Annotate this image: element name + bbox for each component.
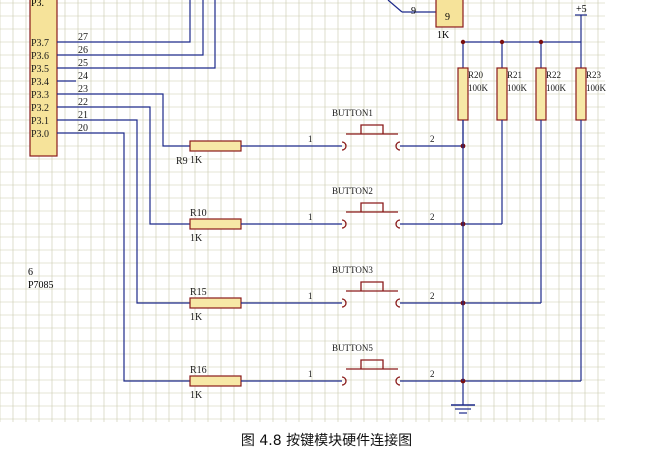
- pullup-ref: R22: [546, 70, 561, 80]
- series-resistor-body: [189, 218, 242, 230]
- mcu-pin-number: 26: [78, 45, 88, 56]
- resistor-pack-value: 1K: [437, 30, 450, 41]
- pullup-value: 100K: [507, 83, 528, 93]
- pullup-resistor-body: [575, 67, 587, 121]
- button-pin2: 2: [430, 212, 435, 222]
- mcu-side-label-2: P7085: [28, 280, 54, 291]
- series-resistor-body: [189, 375, 242, 387]
- figure-caption: 图 4.8 按键模块硬件连接图: [240, 433, 413, 449]
- button-contact-right: [395, 219, 401, 229]
- button-ref: BUTTON2: [332, 186, 373, 196]
- vcc-rail: +5: [463, 4, 587, 43]
- pullup-value: 100K: [586, 83, 607, 93]
- mcu-pin-name: P3.7: [31, 38, 49, 49]
- pullup-resistor-body: [496, 67, 508, 121]
- button-contact-left: [341, 141, 347, 151]
- mcu-top-partial-label: P3.: [31, 0, 44, 9]
- series-resistor-value: 1K: [190, 155, 203, 166]
- ground-symbol: [451, 381, 475, 414]
- junction-dot: [538, 39, 544, 45]
- grid: [0, 0, 605, 422]
- series-resistor-value: 1K: [190, 312, 203, 323]
- pullup-ref: R23: [586, 70, 602, 80]
- mcu-pin-name: P3.4: [31, 77, 49, 88]
- button-pin1: 1: [308, 134, 313, 144]
- pullup-value: 100K: [468, 83, 489, 93]
- series-resistor-ref: R15: [190, 287, 207, 298]
- mcu-pin-name: P3.2: [31, 103, 49, 114]
- button-pin2: 2: [430, 369, 435, 379]
- vcc-label: +5: [576, 4, 587, 15]
- junction-dot: [499, 39, 505, 45]
- mcu-pin-number: 25: [78, 58, 88, 69]
- button-contact-left: [341, 298, 347, 308]
- mcu-pin-number: 27: [78, 32, 88, 43]
- mcu-pin-number: 24: [78, 71, 88, 82]
- mcu-pin-name: P3.1: [31, 116, 49, 127]
- series-resistor-body: [189, 297, 242, 309]
- button-pin1: 1: [308, 212, 313, 222]
- series-resistor-ref: R16: [190, 365, 207, 376]
- mcu-pin-number: 21: [78, 110, 88, 121]
- pullup-ref: R21: [507, 70, 522, 80]
- mcu-pin-number: 20: [78, 123, 88, 134]
- button-actuator-cap: [360, 281, 384, 291]
- button-pin2: 2: [430, 134, 435, 144]
- resistor-pack-inner-label: 9: [445, 12, 450, 23]
- button-pin1: 1: [308, 291, 313, 301]
- mcu-pin-name: P3.6: [31, 51, 49, 62]
- button-pin1: 1: [308, 369, 313, 379]
- button-actuator-cap: [360, 359, 384, 369]
- mcu-pin-name: P3.0: [31, 129, 49, 140]
- mcu-side-label-1: 6: [28, 267, 33, 278]
- mcu-pin-name: P3.3: [31, 90, 49, 101]
- button-actuator-cap: [360, 124, 384, 134]
- button-pin2: 2: [430, 291, 435, 301]
- mcu-pin-number: 23: [78, 84, 88, 95]
- button-contact-right: [395, 376, 401, 386]
- series-resistor-body: [189, 140, 242, 152]
- button-contact-right: [395, 141, 401, 151]
- button-contact-right: [395, 298, 401, 308]
- pullup-ref: R20: [468, 70, 484, 80]
- button-ref: BUTTON3: [332, 265, 373, 275]
- pullup-resistor-body: [457, 67, 469, 121]
- mcu-pin-number: 22: [78, 97, 88, 108]
- button-actuator-cap: [360, 202, 384, 212]
- button-contact-left: [341, 376, 347, 386]
- resistor-pack: 9 9 1K: [387, 0, 464, 41]
- series-resistor-value: 1K: [190, 390, 203, 401]
- signal-wire: [57, 119, 190, 304]
- button-contact-left: [341, 219, 347, 229]
- signal-wire: [57, 93, 190, 147]
- upper-bus-wires: [57, 0, 216, 82]
- pullup-resistor-body: [535, 67, 547, 121]
- button-ref: BUTTON1: [332, 108, 373, 118]
- mcu-pin-name: P3.5: [31, 64, 49, 75]
- series-resistor-ref: R9: [176, 156, 188, 167]
- signal-wire: [57, 132, 190, 382]
- button-ref: BUTTON5: [332, 343, 373, 353]
- series-resistor-ref: R10: [190, 208, 207, 219]
- signal-wire: [57, 106, 190, 225]
- junction-dot: [460, 39, 466, 45]
- pullup-value: 100K: [546, 83, 567, 93]
- series-resistor-value: 1K: [190, 233, 203, 244]
- resistor-pack-pin-label: 9: [411, 6, 416, 17]
